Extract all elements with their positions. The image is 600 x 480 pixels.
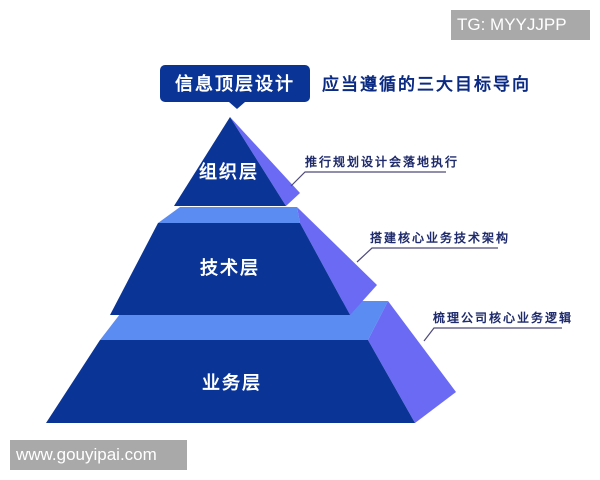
callout-line	[290, 171, 446, 187]
callout-technology: 搭建核心业务技术架构	[356, 230, 510, 263]
callout-line	[356, 247, 498, 263]
tier-technology-side-face	[297, 207, 377, 315]
tier-technology: 技术层	[110, 207, 377, 315]
tier-technology-top-face	[158, 207, 300, 223]
tier-business: 业务层	[46, 301, 456, 423]
header-subtitle: 应当遵循的三大目标导向	[322, 74, 531, 95]
watermark-bottom-left: www.gouyipai.com	[10, 440, 187, 470]
callout-business: 梳理公司核心业务逻辑	[423, 310, 573, 342]
callout-business-text: 梳理公司核心业务逻辑	[433, 310, 573, 325]
tier-organization-side-face	[230, 117, 300, 206]
callout-organization-text: 推行规划设计会落地执行	[305, 154, 459, 169]
tier-business-label: 业务层	[202, 372, 262, 394]
tier-organization-label: 组织层	[199, 161, 259, 183]
callout-technology-text: 搭建核心业务技术架构	[370, 230, 510, 245]
header-title: 信息顶层设计	[175, 73, 295, 95]
tier-technology-front-face	[110, 223, 350, 315]
tier-organization-front-face	[174, 117, 286, 206]
header-box: 信息顶层设计	[160, 65, 310, 109]
tier-business-front-face	[46, 340, 415, 423]
callout-line	[423, 327, 562, 342]
watermark-top-right: TG: MYYJJPP	[451, 10, 590, 40]
callout-organization: 推行规划设计会落地执行	[290, 154, 459, 187]
tier-business-side-face	[368, 301, 456, 423]
tier-organization: 组织层	[174, 117, 300, 206]
tier-technology-label: 技术层	[200, 257, 260, 279]
